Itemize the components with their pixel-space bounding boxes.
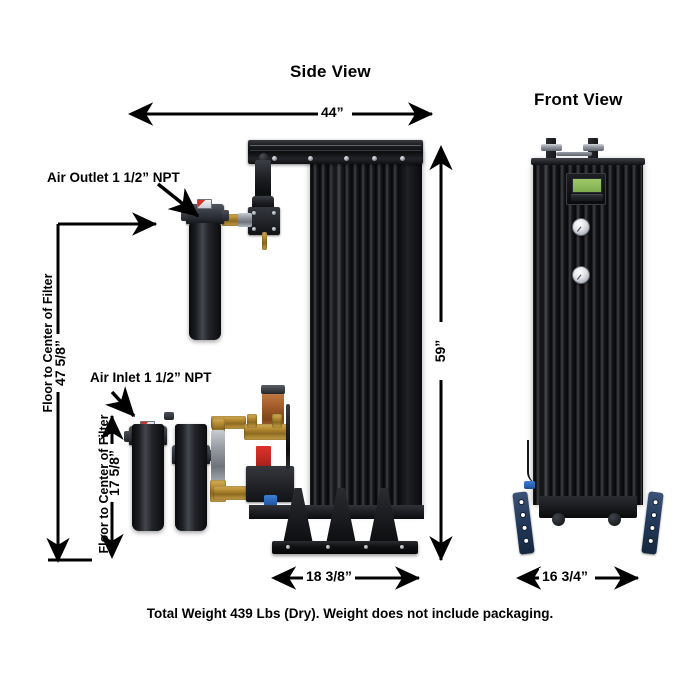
front-lower-skirt [539, 496, 637, 518]
front-valve-left [552, 513, 565, 526]
side-base-plate [272, 541, 418, 554]
manifold-knob [259, 153, 268, 162]
side-view-title: Side View [290, 62, 371, 81]
weight-caption: Total Weight 439 Lbs (Dry). Weight does … [146, 606, 554, 621]
front-cable [527, 440, 539, 484]
air-outlet-callout: Air Outlet 1 1/2” NPT [47, 170, 180, 185]
drain-solenoid [264, 495, 277, 507]
front-top-clamp-left [541, 144, 562, 151]
inlet-filter-crossover [164, 412, 174, 420]
panel-button-strip[interactable] [571, 194, 603, 201]
lcd-display [572, 178, 602, 193]
inlet-filter-bowl-2 [175, 424, 207, 531]
front-view-title: Front View [534, 90, 623, 109]
air-inlet-leader [105, 386, 136, 418]
air-inlet-callout: Air Inlet 1 1/2” NPT [90, 370, 212, 385]
outlet-valve-body [248, 207, 280, 235]
front-top-clamp-right [583, 144, 604, 151]
outlet-filter-bowl [189, 223, 221, 340]
dimension-label-59: 59” [432, 322, 448, 380]
air-outlet-leader [156, 182, 200, 218]
pressure-gauge-upper [572, 218, 590, 236]
tower-highlight [330, 150, 347, 515]
front-valve-right [608, 513, 621, 526]
inlet-lower-run [213, 486, 251, 500]
outlet-drain-stub [262, 232, 267, 250]
top-manifold [248, 140, 423, 164]
dimension-label-16-34: 16 3/4” [539, 568, 591, 584]
valve-manifold-brass [244, 424, 288, 440]
valve-stem-right [272, 414, 282, 428]
front-cabinet-highlight [540, 160, 552, 505]
warning-tag [256, 446, 271, 467]
floor-to-center-filter-inlet-label: Floor to Center of Filter [97, 414, 111, 554]
dimension-label-44: 44” [318, 104, 347, 120]
dimension-label-18-38: 18 3/8” [303, 568, 355, 584]
front-cable-connector [524, 481, 535, 489]
front-cabinet-top-cap [531, 158, 645, 165]
inlet-vertical-pipe [211, 430, 225, 486]
pressure-gauge-lower [572, 266, 590, 284]
front-top-crossbar [556, 152, 592, 156]
floor-to-center-filter-outlet-label: Floor to Center of Filter [41, 273, 55, 413]
dimension-47-58-line [46, 212, 158, 563]
valve-stem-left [247, 414, 257, 428]
front-cabinet-body [533, 160, 643, 505]
control-panel [566, 173, 606, 205]
inlet-filter-bowl-1 [132, 424, 164, 531]
control-tubing [286, 404, 290, 470]
separator-cap [261, 385, 285, 394]
desiccant-tower-rear [398, 152, 422, 512]
outlet-steel-nipple [238, 213, 252, 227]
